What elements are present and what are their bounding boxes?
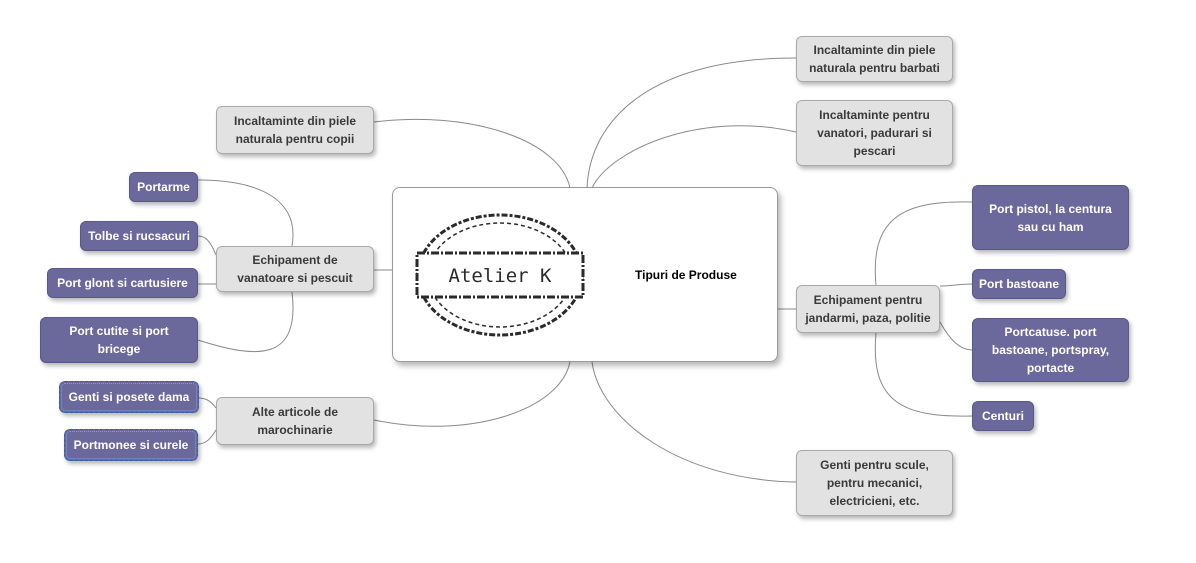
leaf-label: Portmonee si curele	[73, 438, 189, 452]
branch-label: Genti pentru scule, pentru mecanici, ele…	[820, 458, 929, 508]
connector-r3-r3c	[939, 321, 973, 351]
leaf-handcuff-holder[interactable]: Portcatuse. port bastoane, portspray, po…	[972, 318, 1129, 382]
atelier-k-logo: Atelier K	[415, 213, 585, 337]
connector-l2-l2a	[197, 179, 294, 247]
leaf-label: Port pistol, la centura sau cu ham	[989, 201, 1112, 234]
connector-l3-l3b	[197, 429, 217, 445]
leaf-gun-holder[interactable]: Portarme	[129, 172, 198, 202]
branch-hunting-fishing-equipment[interactable]: Echipament de vanatoare si pescuit	[216, 246, 374, 292]
connector-l2-l2b	[197, 235, 217, 256]
connector-center-l1	[373, 118, 571, 189]
leaf-label: Tolbe si rucsacuri	[88, 229, 190, 243]
branch-children-leather-shoes[interactable]: Incaltaminte din piele naturala pentru c…	[216, 106, 374, 154]
leaf-bags-backpacks[interactable]: Tolbe si rucsacuri	[80, 221, 198, 251]
branch-label: Incaltaminte din piele naturala pentru c…	[233, 114, 357, 146]
leaf-knife-holders[interactable]: Port cutite si port bricege	[40, 317, 198, 363]
leaf-label: Port glont si cartusiere	[57, 276, 188, 290]
leaf-pistol-holster[interactable]: Port pistol, la centura sau cu ham	[972, 185, 1129, 250]
connector-center-r4	[591, 361, 797, 483]
branch-other-leather-goods[interactable]: Alte articole de marochinarie	[216, 397, 374, 445]
leaf-label: Genti si posete dama	[68, 390, 190, 404]
connector-l3-l3a	[197, 397, 217, 409]
branch-police-equipment[interactable]: Echipament pentru jandarmi, paza, politi…	[796, 285, 940, 333]
leaf-label: Portcatuse. port bastoane, portspray, po…	[991, 325, 1110, 375]
branch-label: Echipament pentru jandarmi, paza, politi…	[805, 293, 931, 325]
branch-men-leather-shoes[interactable]: Incaltaminte din piele naturala pentru b…	[796, 36, 953, 82]
branch-label: Incaltaminte din piele naturala pentru b…	[809, 43, 940, 75]
connector-center-l3	[373, 361, 571, 427]
logo-text: Atelier K	[449, 265, 553, 287]
leaf-label: Centuri	[982, 409, 1024, 423]
leaf-women-bags[interactable]: Genti si posete dama	[59, 381, 199, 413]
connector-center-r2	[591, 125, 797, 189]
branch-label: Alte articole de marochinarie	[251, 405, 339, 437]
leaf-wallets-belts[interactable]: Portmonee si curele	[64, 429, 198, 461]
connector-r3-r3b	[939, 283, 973, 287]
branch-label: Incaltaminte pentru vanatori, padurari s…	[817, 108, 932, 158]
branch-tool-bags[interactable]: Genti pentru scule, pentru mecanici, ele…	[796, 450, 953, 516]
central-topic-title: Tipuri de Produse	[635, 268, 737, 282]
connector-l2-l2d	[197, 291, 294, 353]
leaf-baton-holder[interactable]: Port bastoane	[972, 269, 1066, 299]
leaf-belts[interactable]: Centuri	[972, 401, 1034, 431]
connector-r3-r3d	[874, 332, 973, 417]
leaf-label: Port cutite si port bricege	[69, 324, 169, 356]
connector-center-r1	[586, 57, 797, 189]
leaf-label: Portarme	[137, 180, 190, 194]
central-topic[interactable]: Atelier K Tipuri de Produse	[392, 187, 778, 362]
connector-r3-r3a	[874, 201, 973, 286]
branch-label: Echipament de vanatoare si pescuit	[237, 253, 353, 285]
leaf-label: Port bastoane	[979, 277, 1060, 291]
leaf-ammo-holders[interactable]: Port glont si cartusiere	[47, 268, 198, 298]
branch-hunter-forester-fisher-shoes[interactable]: Incaltaminte pentru vanatori, padurari s…	[796, 100, 953, 166]
